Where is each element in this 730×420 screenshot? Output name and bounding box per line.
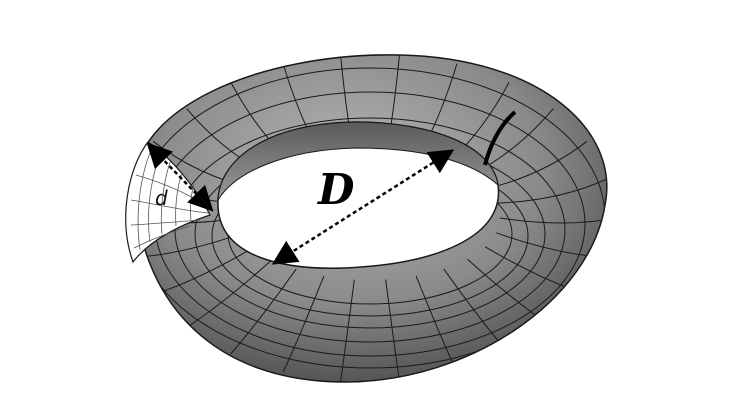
mesh-meridian-line [282, 275, 325, 373]
ring-diameter-label: D [317, 165, 355, 214]
tube-diameter-arrow [146, 142, 214, 212]
tube-diameter-label: d [155, 186, 168, 210]
mesh-meridian-line [339, 279, 355, 382]
mesh-meridian-line [385, 279, 401, 382]
ring-diameter-arrow [271, 149, 455, 265]
seam-line [483, 110, 517, 166]
mesh-meridian-line [230, 268, 297, 355]
torus-body [133, 54, 608, 383]
mesh-meridian-line [186, 258, 274, 328]
